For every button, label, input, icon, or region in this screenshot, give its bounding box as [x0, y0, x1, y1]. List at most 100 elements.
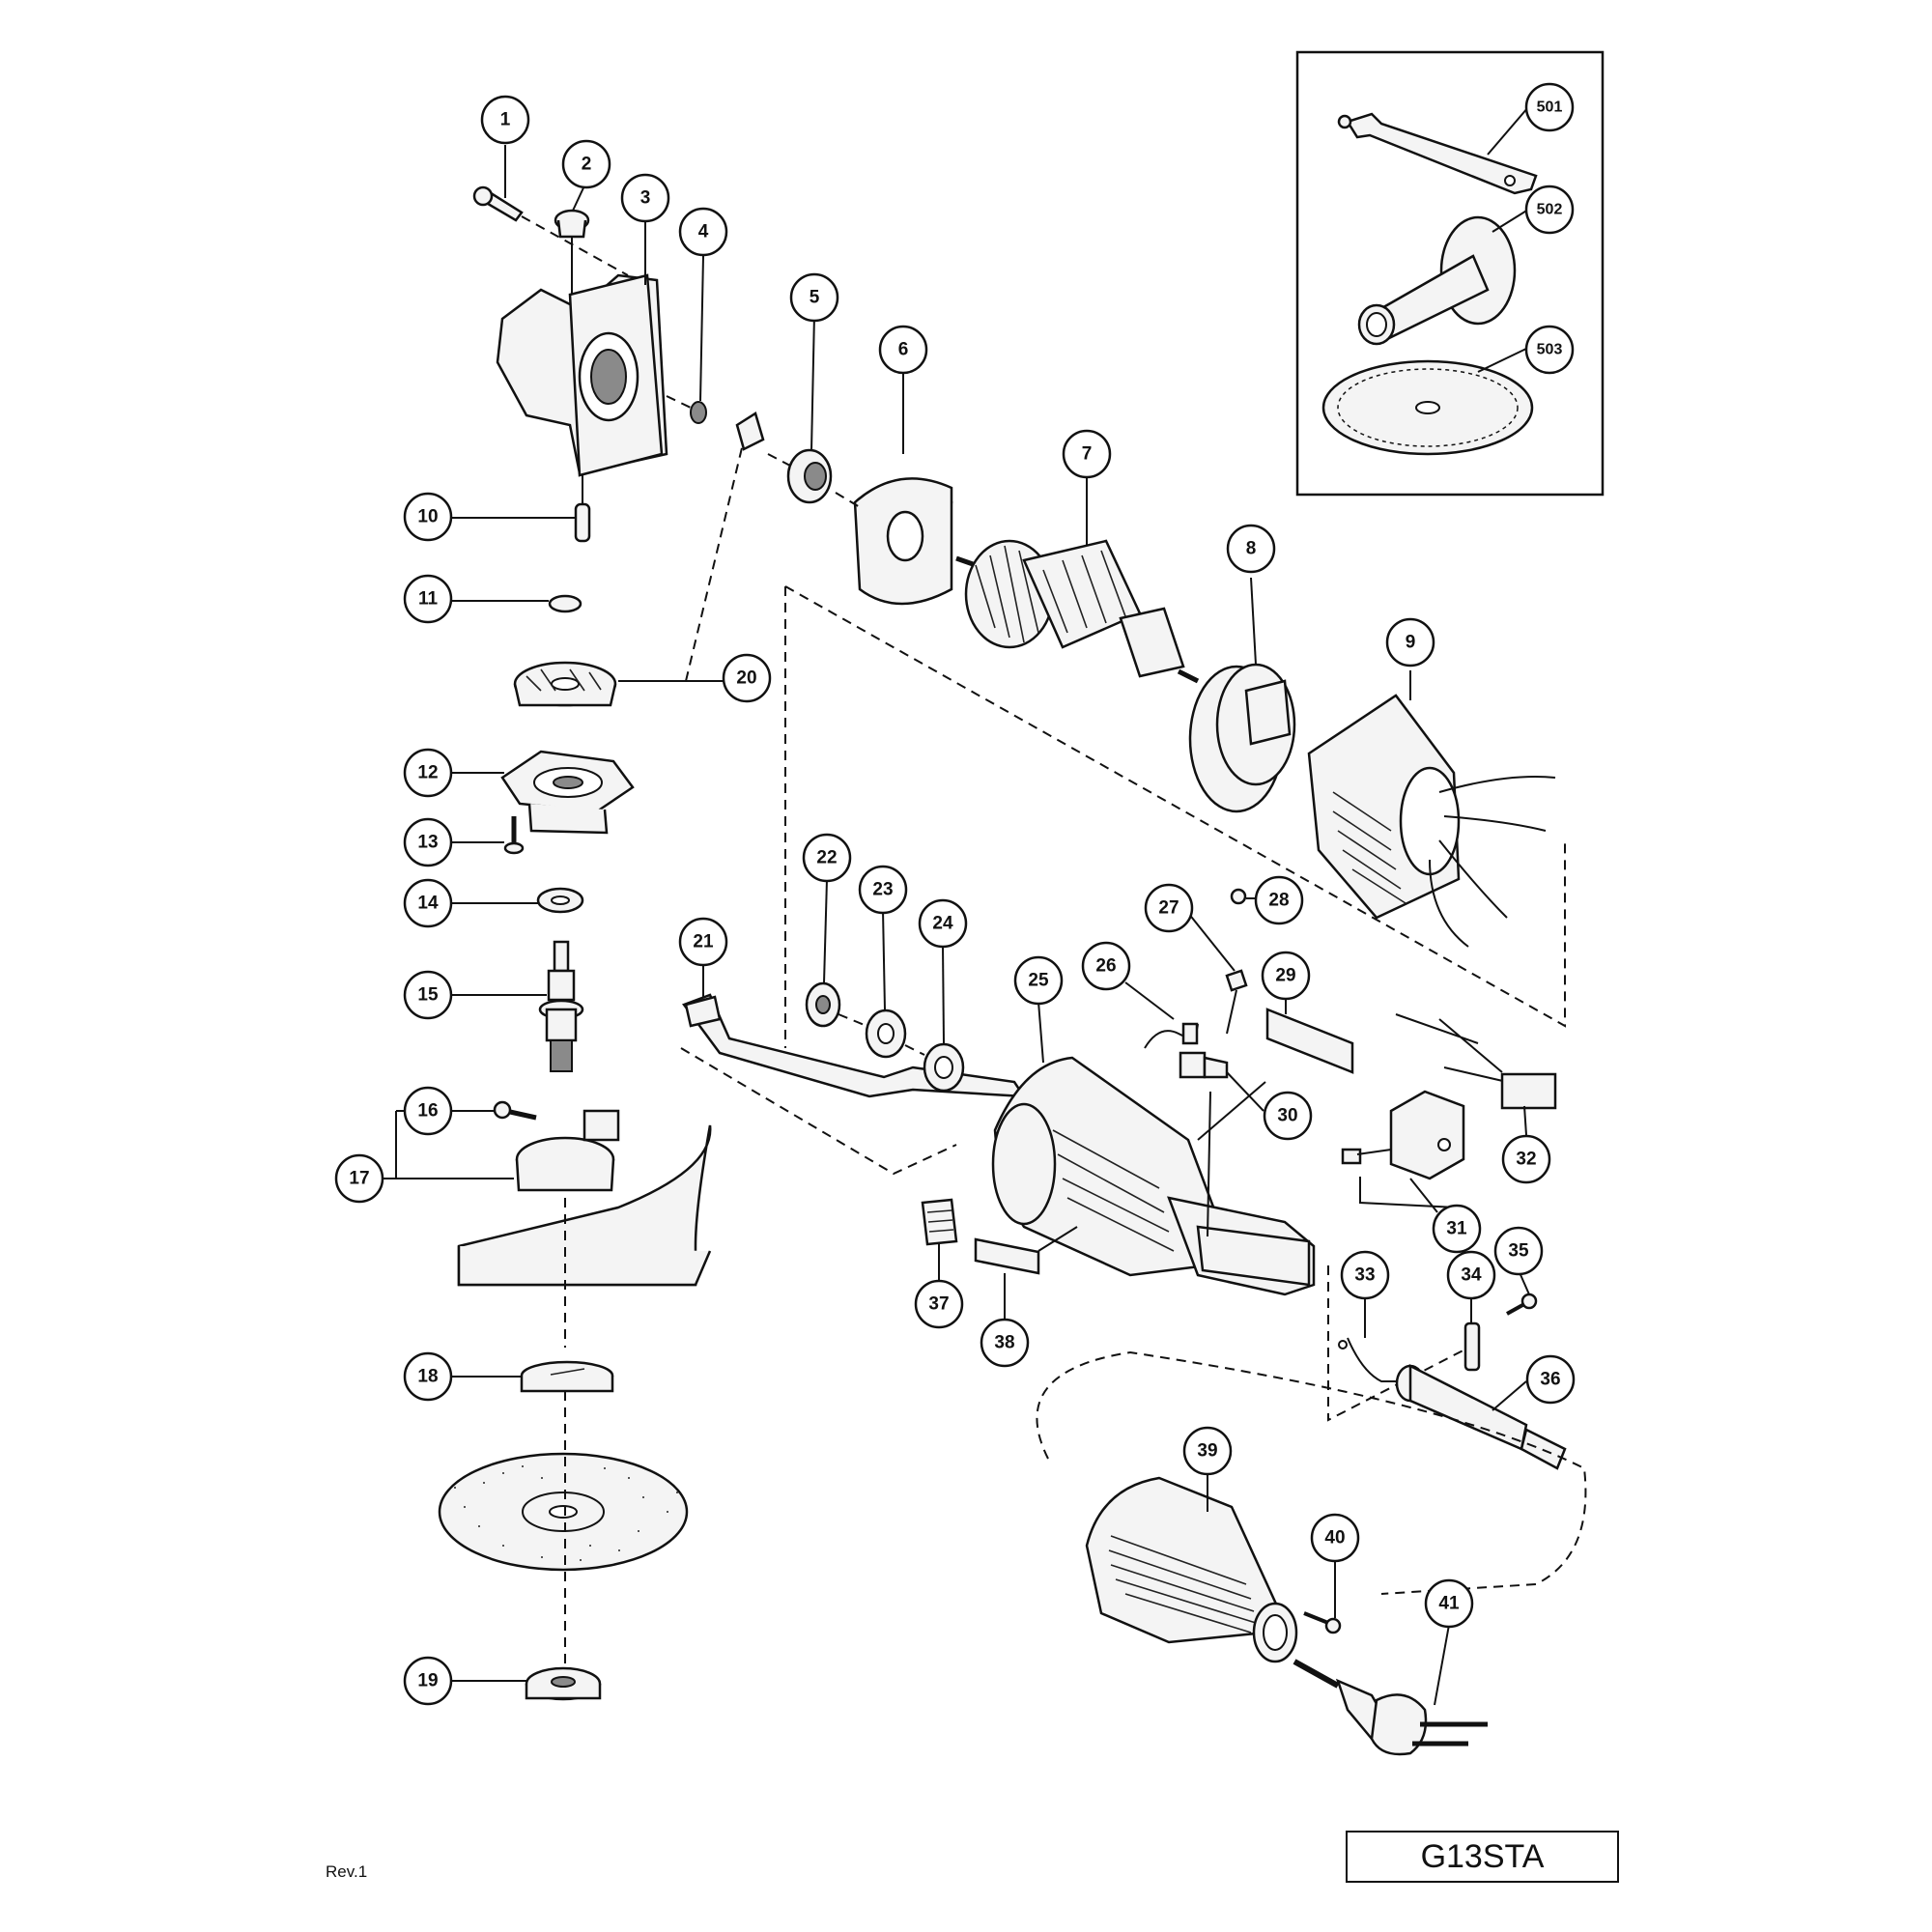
- callout-31: 31: [1432, 1204, 1482, 1254]
- callout-4: 4: [678, 207, 728, 257]
- callout-36: 36: [1525, 1354, 1576, 1405]
- part-30-switch-plunger: [1179, 1051, 1266, 1237]
- part-8-fan: [1188, 577, 1296, 813]
- part-501-spanner: [1337, 106, 1538, 195]
- callout-6: 6: [878, 325, 928, 375]
- callout-38: 38: [980, 1318, 1030, 1368]
- callout-8: 8: [1226, 524, 1276, 574]
- svg-text:19: 19: [417, 1671, 438, 1691]
- callout-19: 19: [403, 1656, 453, 1706]
- callout-18: 18: [403, 1351, 453, 1402]
- callout-29: 29: [1261, 951, 1311, 1001]
- part-34-cord-clip: [1463, 1296, 1481, 1372]
- svg-text:34: 34: [1461, 1265, 1482, 1286]
- svg-text:14: 14: [417, 894, 439, 914]
- callout-26: 26: [1081, 941, 1131, 991]
- callout-34: 34: [1446, 1250, 1496, 1300]
- svg-text:4: 4: [698, 222, 709, 242]
- callout-20: 20: [722, 653, 772, 703]
- callout-15: 15: [403, 970, 453, 1020]
- assembly-line-upper: [784, 585, 1566, 1028]
- part-20-spiral-bevel-gear: [513, 412, 765, 707]
- part-24-rubber-ring: [838, 944, 965, 1093]
- svg-text:40: 40: [1324, 1528, 1345, 1548]
- callout-2: 2: [561, 139, 611, 189]
- callout-23: 23: [858, 865, 908, 915]
- svg-text:1: 1: [500, 110, 511, 130]
- callout-16: 16: [403, 1086, 453, 1136]
- callout-32: 32: [1501, 1134, 1551, 1184]
- svg-text:11: 11: [418, 589, 439, 610]
- callout-39: 39: [1182, 1426, 1233, 1476]
- part-40-screw: [1303, 1560, 1342, 1634]
- callout-503: 503: [1524, 325, 1575, 375]
- part-1-screw: [472, 145, 629, 276]
- svg-text:29: 29: [1275, 966, 1295, 986]
- part-26-brush-holder: [1124, 981, 1199, 1049]
- svg-text:33: 33: [1354, 1265, 1375, 1286]
- callout-35: 35: [1493, 1226, 1544, 1276]
- part-6-fan-guide: [835, 372, 953, 606]
- svg-text:39: 39: [1197, 1441, 1217, 1462]
- part-23-bushing: [865, 909, 907, 1059]
- callout-12: 12: [403, 748, 453, 798]
- svg-text:24: 24: [932, 914, 953, 934]
- svg-text:21: 21: [693, 932, 714, 952]
- svg-text:25: 25: [1028, 971, 1049, 991]
- svg-text:32: 32: [1516, 1150, 1536, 1170]
- part-27-carbon-brush: [1187, 912, 1248, 1035]
- part-18-wheel-washer: [449, 1360, 614, 1393]
- part-29-name-plate: [1265, 1000, 1354, 1074]
- svg-text:503: 503: [1537, 342, 1563, 358]
- callout-41: 41: [1424, 1578, 1474, 1629]
- callout-25: 25: [1013, 955, 1064, 1006]
- svg-text:41: 41: [1438, 1594, 1460, 1614]
- callout-37: 37: [914, 1279, 964, 1329]
- part-7-armature: [955, 478, 1200, 684]
- callout-27: 27: [1144, 883, 1194, 933]
- callout-21: 21: [678, 917, 728, 967]
- callout-11: 11: [403, 574, 453, 624]
- svg-text:502: 502: [1537, 202, 1563, 218]
- svg-text:5: 5: [810, 288, 820, 308]
- callout-3: 3: [620, 173, 670, 223]
- part-25-housing: [991, 1001, 1316, 1296]
- part-31-switch: [1341, 1090, 1465, 1213]
- svg-text:28: 28: [1268, 891, 1289, 911]
- part-502-side-handle: [1357, 209, 1529, 346]
- part-38-label: [974, 1226, 1078, 1323]
- part-4-nut: [666, 255, 707, 424]
- callout-14: 14: [403, 878, 453, 928]
- part-17-wheel-guard: [382, 1109, 712, 1287]
- part-15-spindle: [449, 940, 584, 1072]
- callout-7: 7: [1062, 429, 1112, 479]
- part-14-washer: [449, 887, 584, 914]
- model-number-box: G13STA: [1346, 1831, 1619, 1883]
- svg-text:30: 30: [1277, 1106, 1297, 1126]
- svg-text:23: 23: [872, 880, 893, 900]
- part-13-screw: [449, 816, 525, 855]
- part-41-cord-plug: [1293, 1624, 1488, 1756]
- svg-text:2: 2: [582, 155, 592, 175]
- callout-30: 30: [1263, 1091, 1313, 1141]
- svg-text:10: 10: [417, 507, 438, 527]
- part-3-gear-cover: [496, 217, 668, 477]
- callout-17: 17: [334, 1153, 384, 1204]
- callout-40: 40: [1310, 1513, 1360, 1563]
- svg-text:22: 22: [816, 848, 837, 868]
- callout-33: 33: [1340, 1250, 1390, 1300]
- revision-label: Rev.1: [326, 1862, 368, 1881]
- svg-text:8: 8: [1246, 539, 1257, 559]
- part-19-wheel-nut: [449, 1666, 602, 1701]
- part-9-stator: [1307, 670, 1556, 948]
- svg-text:9: 9: [1406, 633, 1416, 653]
- callout-13: 13: [403, 817, 453, 867]
- part-503-diamond-wheel: [1321, 347, 1534, 456]
- svg-text:20: 20: [736, 668, 756, 689]
- svg-text:7: 7: [1082, 444, 1093, 465]
- svg-text:26: 26: [1095, 956, 1116, 977]
- part-2-cap: [554, 181, 590, 295]
- svg-text:35: 35: [1508, 1241, 1529, 1262]
- accessory-inset-frame: [1295, 50, 1605, 497]
- part-11-retaining-ring: [449, 594, 582, 613]
